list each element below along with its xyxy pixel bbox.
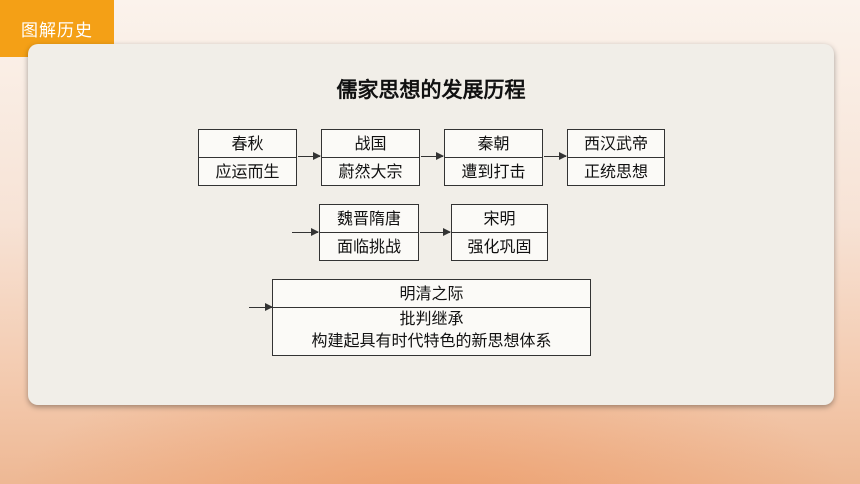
stage-period: 西汉武帝: [583, 134, 648, 153]
stage-status: 遭到打击: [445, 157, 542, 185]
stage-period: 战国: [354, 134, 387, 153]
stage-period: 明清之际: [399, 284, 464, 303]
arrow-2: [421, 152, 444, 160]
stage-status: 批判继承: [273, 307, 590, 330]
stage-period: 春秋: [231, 134, 264, 153]
stage-detail: 构建起具有时代特色的新思想体系: [311, 331, 552, 350]
arrow-6: [249, 303, 273, 311]
stage-status: 蔚然大宗: [322, 157, 419, 185]
stage-box-xihanwudi: 西汉武帝 正统思想: [567, 129, 665, 186]
stage-period: 秦朝: [477, 134, 510, 153]
stage-status: 应运而生: [199, 157, 296, 185]
stage-box-weijinsuitang: 魏晋隋唐 面临挑战: [319, 204, 419, 261]
stage-box-mingqingzhiji: 明清之际 批判继承 构建起具有时代特色的新思想体系: [272, 279, 591, 356]
stage-period: 魏晋隋唐: [336, 209, 401, 228]
diagram-title: 儒家思想的发展历程: [336, 78, 526, 102]
stage-box-songming: 宋明 强化巩固: [451, 204, 548, 261]
stage-box-chunqiu: 春秋 应运而生: [198, 129, 297, 186]
stage-status: 强化巩固: [452, 232, 547, 260]
arrow-5: [420, 228, 451, 236]
stage-box-zhanguo: 战国 蔚然大宗: [321, 129, 420, 186]
arrow-3: [544, 152, 567, 160]
arrow-1: [298, 152, 321, 160]
stage-status: 面临挑战: [320, 232, 418, 260]
stage-status: 正统思想: [568, 157, 664, 185]
content-panel: 儒家思想的发展历程 春秋 应运而生 战国 蔚然大宗 秦朝 遭到打击 西汉武帝 正…: [28, 44, 834, 405]
stage-box-qinchao: 秦朝 遭到打击: [444, 129, 543, 186]
stage-period: 宋明: [483, 209, 516, 228]
arrow-4: [292, 228, 319, 236]
